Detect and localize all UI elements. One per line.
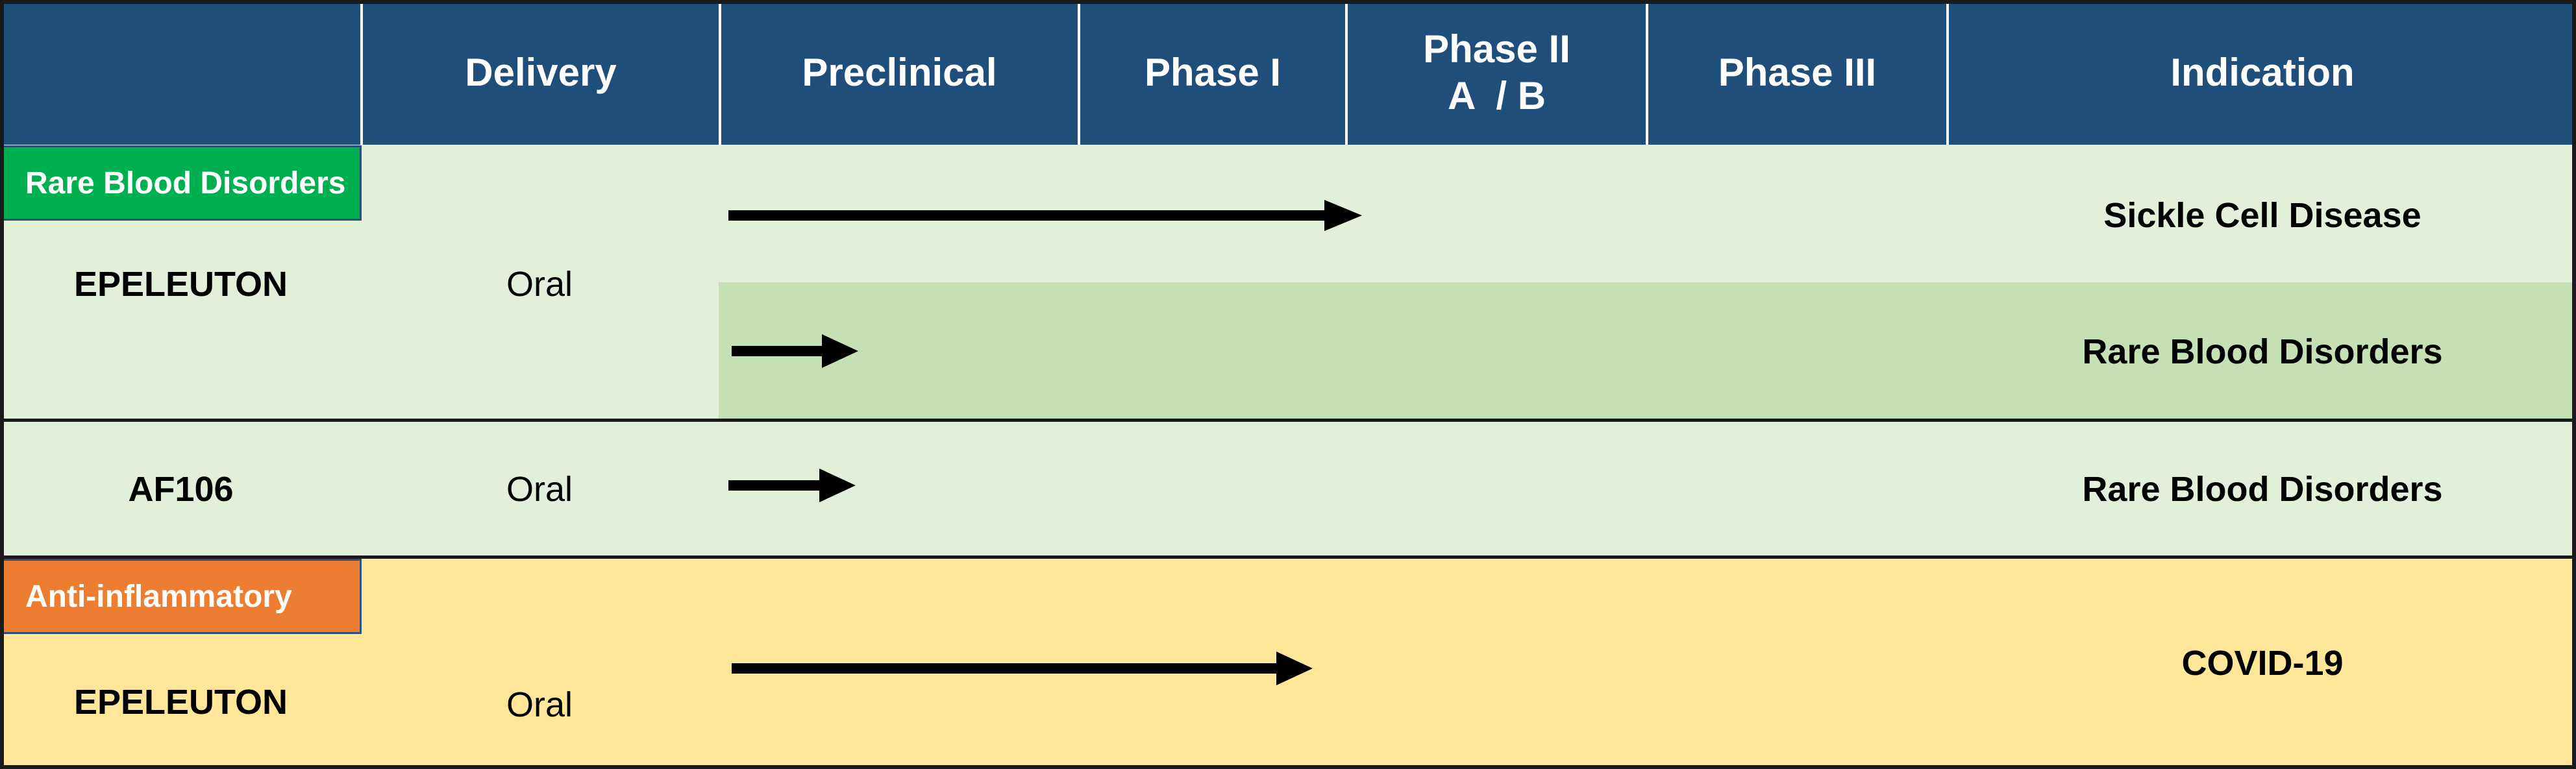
header-phase-2-label: Phase II [1423,27,1570,71]
category-tag-anti-inflammatory: Anti-inflammatory [0,559,362,634]
delivery-oral: Oral [506,470,573,509]
header-preclinical: Preclinical [802,50,997,94]
indication-rare-blood: Rare Blood Disorders [2082,332,2443,371]
drug-name-epeleuton: EPELEUTON [73,683,288,722]
delivery-oral: Oral [506,265,573,304]
pipeline-header [0,0,2576,145]
header-divider [1646,0,1648,145]
row-divider [0,419,2576,422]
progress-arrow-rare-blood-epeleuton [732,334,858,368]
drug-name-af106: AF106 [128,470,234,509]
delivery-oral: Oral [506,685,573,724]
header-divider [1078,0,1080,145]
header-phase-2: Phase II A / B [1348,0,1646,145]
header-divider [1946,0,1949,145]
drug-name-epeleuton: EPELEUTON [73,265,288,304]
header-indication: Indication [2170,50,2355,94]
progress-arrow-rare-blood-af106 [728,469,856,502]
row-divider [0,555,2576,559]
indication-covid-19: COVID-19 [2181,644,2344,683]
progress-arrow-covid-19 [732,652,1313,685]
progress-arrow-sickle-cell [728,200,1362,231]
header-delivery: Delivery [465,50,617,94]
header-divider [360,0,363,145]
header-phase-3: Phase III [1718,50,1877,94]
subrow-band-rare-blood [719,282,2576,420]
row-band-af106 [0,422,2576,557]
header-divider [1345,0,1348,145]
indication-sickle-cell: Sickle Cell Disease [2103,196,2421,235]
header-phase-1: Phase I [1144,50,1282,94]
category-tag-rare-blood: Rare Blood Disorders [0,145,362,221]
indication-rare-blood: Rare Blood Disorders [2082,470,2443,509]
header-divider [719,0,721,145]
header-phase-2-sub: A / B [1447,73,1546,117]
